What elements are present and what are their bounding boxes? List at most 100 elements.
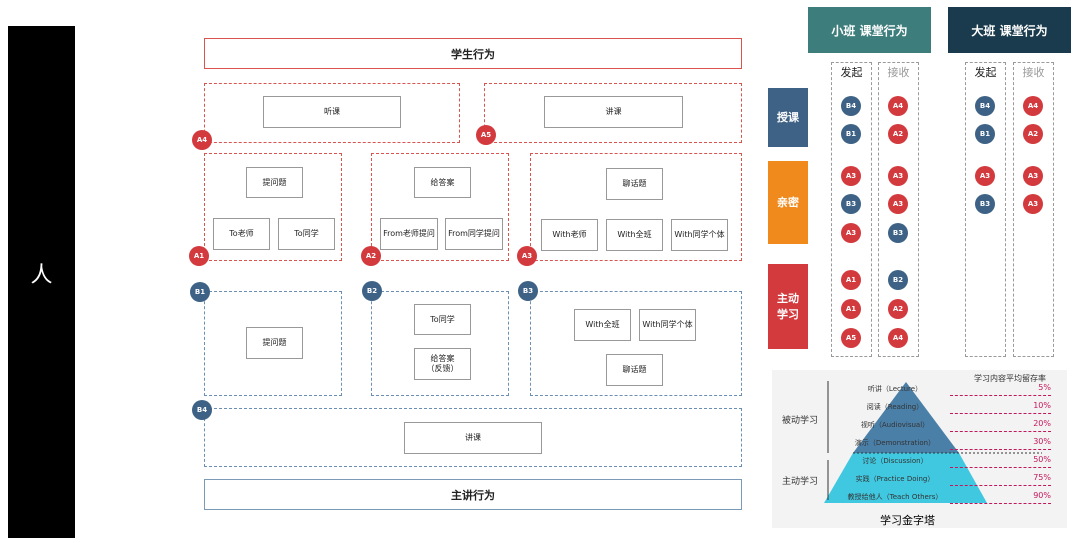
pyramid-level-line (950, 467, 1051, 468)
badge-b2: B2 (362, 281, 382, 301)
pyramid-level-percent: 30% (1033, 437, 1051, 446)
zone-a4 (204, 83, 460, 143)
pyramid-level-percent: 50% (1033, 455, 1051, 464)
table-badge-large-receive: A3 (1023, 166, 1043, 186)
large-receive-column (1013, 62, 1054, 357)
pyramid-passive-part (853, 382, 959, 453)
small-initiate-column (831, 62, 872, 357)
zone-a1 (204, 153, 342, 261)
pyramid-level-line (950, 449, 1051, 450)
large-initiate-label: 发起 (974, 66, 997, 79)
category-active-learning: 主动学习 (768, 264, 808, 349)
answer-node: 给答案 (414, 167, 471, 198)
student-behavior-title: 学生行为 (204, 38, 742, 69)
large-class-header: 大班 课堂行为 (948, 7, 1071, 53)
table-badge-small-initiate: B3 (841, 194, 861, 214)
badge-a1: A1 (189, 246, 209, 266)
ask-node: 提问题 (246, 167, 303, 198)
pyramid-level-label: 视听（Audiovisual） (860, 421, 930, 429)
b2-to-student-node: To同学 (414, 304, 471, 335)
category-active-learning-label: 主动学习 (777, 291, 799, 321)
passive-learning-label: 被动学习 (782, 416, 819, 426)
listen-node: 听课 (263, 96, 401, 128)
speak-node: 讲课 (544, 96, 683, 128)
active-learning-label: 主动学习 (782, 477, 819, 487)
with-teacher-node: With老师 (541, 219, 598, 251)
table-badge-small-receive: A3 (888, 166, 908, 186)
badge-a2: A2 (361, 246, 381, 266)
pyramid-level-label: 讨论（Discussion） (862, 457, 928, 465)
category-lecture: 授课 (768, 88, 808, 147)
large-receive-label: 接收 (1022, 66, 1045, 79)
badge-a3: A3 (517, 246, 537, 266)
pyramid-level-line (950, 431, 1051, 432)
table-badge-large-receive: A2 (1023, 124, 1043, 144)
b3-chat-node: 聊话题 (606, 354, 663, 386)
b4-lecture-node: 讲课 (404, 422, 542, 454)
pyramid-level-line (950, 503, 1051, 504)
table-badge-large-receive: A3 (1023, 194, 1043, 214)
pyramid-level-percent: 10% (1033, 401, 1051, 410)
retention-rate-header: 学习内容平均留存率 (974, 374, 1046, 383)
table-badge-large-initiate: A3 (975, 166, 995, 186)
with-class-node: With全班 (606, 219, 663, 251)
pyramid-graphic (824, 381, 1042, 503)
table-badge-small-initiate: A5 (841, 328, 861, 348)
table-badge-small-receive: A3 (888, 194, 908, 214)
table-badge-large-receive: A4 (1023, 96, 1043, 116)
badge-b1: B1 (190, 282, 210, 302)
zone-b3 (530, 291, 742, 396)
b2-answer-line2: （反馈） (426, 364, 459, 373)
zone-b1 (204, 291, 342, 396)
badge-b3: B3 (518, 281, 538, 301)
to-student-node: To同学 (278, 218, 335, 250)
zone-a3 (530, 153, 742, 261)
b3-with-individual-node: With同学个体 (639, 309, 696, 341)
table-badge-large-initiate: B1 (975, 124, 995, 144)
table-badge-large-initiate: B4 (975, 96, 995, 116)
table-badge-small-receive: A4 (888, 96, 908, 116)
badge-b4: B4 (192, 400, 212, 420)
pyramid-level-percent: 20% (1033, 419, 1051, 428)
zone-a2 (371, 153, 509, 261)
table-badge-large-initiate: B3 (975, 194, 995, 214)
table-badge-small-initiate: A1 (841, 299, 861, 319)
pyramid-level-percent: 75% (1033, 473, 1051, 482)
zone-b2 (371, 291, 509, 396)
table-badge-small-initiate: A3 (841, 166, 861, 186)
b2-answer-node: 给答案 （反馈） (414, 348, 471, 380)
table-badge-small-receive: A2 (888, 299, 908, 319)
pyramid-level-label: 听讲（Lecture） (867, 385, 923, 393)
table-badge-small-receive: A2 (888, 124, 908, 144)
pyramid-level-percent: 90% (1033, 491, 1051, 500)
pyramid-level-label: 教授给他人（Teach Others） (847, 493, 943, 501)
side-label: 人 (30, 263, 53, 288)
pyramid-level-line (950, 485, 1051, 486)
badge-a4: A4 (192, 130, 212, 150)
pyramid-level-label: 阅读（Reading） (866, 403, 924, 411)
pyramid-level-line (950, 395, 1051, 396)
small-receive-label: 接收 (887, 66, 910, 79)
table-badge-small-initiate: B1 (841, 124, 861, 144)
table-badge-small-initiate: B4 (841, 96, 861, 116)
chat-node: 聊话题 (606, 168, 663, 200)
pyramid-level-line (950, 413, 1051, 414)
pyramid-level-percent: 5% (1038, 383, 1051, 392)
with-individual-node: With同学个体 (671, 219, 728, 251)
table-badge-small-receive: B2 (888, 270, 908, 290)
to-teacher-node: To老师 (213, 218, 270, 250)
pyramid-level-label: 实践（Practice Doing） (855, 475, 935, 483)
small-class-header: 小班 课堂行为 (808, 7, 931, 53)
table-badge-small-initiate: A3 (841, 223, 861, 243)
zone-b4 (204, 408, 742, 467)
badge-a5: A5 (476, 125, 496, 145)
large-initiate-column (965, 62, 1006, 357)
from-teacher-question-node: From老师提问 (380, 218, 438, 250)
table-badge-small-receive: B3 (888, 223, 908, 243)
pyramid-active-part (824, 453, 987, 503)
table-badge-small-initiate: A1 (841, 270, 861, 290)
small-initiate-label: 发起 (840, 66, 863, 79)
side-panel (8, 26, 75, 538)
from-student-question-node: From同学提问 (445, 218, 503, 250)
b1-ask-node: 提问题 (246, 327, 303, 359)
